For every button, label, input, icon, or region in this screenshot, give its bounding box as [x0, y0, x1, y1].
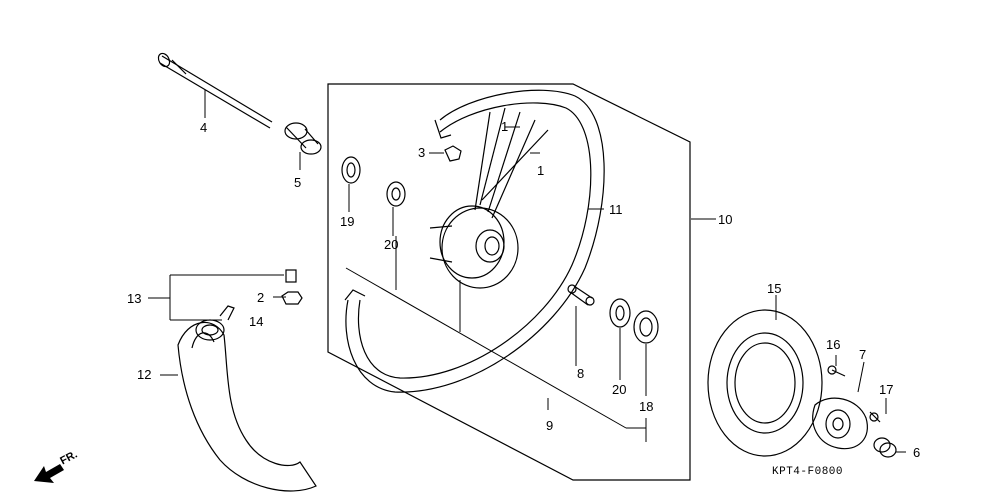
callout-11: 11 [609, 202, 623, 217]
callout-2: 2 [257, 290, 265, 305]
callout-20a: 20 [384, 237, 399, 252]
callout-3: 3 [418, 145, 426, 160]
diagram-code: KPT4-F0800 [772, 466, 844, 478]
brake-disc-shape [707, 309, 823, 457]
wheel-assembly-outline [327, 83, 691, 481]
callout-6: 6 [913, 445, 921, 460]
callout-15: 15 [767, 281, 782, 296]
callout-18: 18 [639, 399, 654, 414]
callout-9: 9 [546, 418, 554, 433]
bearing-right-shape [609, 298, 631, 328]
callout-20b: 20 [612, 382, 627, 397]
callout-8: 8 [577, 366, 585, 381]
callout-7: 7 [859, 347, 867, 362]
callout-12: 12 [137, 367, 152, 382]
screw-shape [869, 411, 881, 423]
leader-lines [148, 90, 906, 453]
collar-shape [284, 122, 322, 155]
dust-seal-shape [341, 156, 361, 184]
spokes-shape [474, 107, 549, 219]
callout-10: 10 [718, 212, 733, 227]
right-dust-seal-shape [633, 310, 659, 344]
rim-shape [344, 89, 605, 393]
tire-shape [177, 321, 317, 492]
valve-cap-shape [281, 269, 303, 305]
hub-shape [429, 205, 519, 289]
callout-17: 17 [879, 382, 894, 397]
callout-1a: 1 [501, 119, 509, 134]
callout-19: 19 [340, 214, 355, 229]
disc-bolt-shape [827, 365, 846, 377]
gear-box-shape [812, 397, 868, 450]
callout-13: 13 [127, 291, 142, 306]
front-direction-arrow [34, 464, 64, 483]
distance-collar-shape [567, 284, 595, 306]
callout-4: 4 [200, 120, 208, 135]
spoke-nipple-shape [444, 145, 462, 162]
callout-16: 16 [826, 337, 841, 352]
axle-shape [157, 52, 273, 129]
callout-5: 5 [294, 175, 302, 190]
side-collar-shape [873, 437, 897, 458]
callout-1b: 1 [537, 163, 545, 178]
tube-shape [195, 305, 235, 341]
callout-14: 14 [249, 314, 264, 329]
bearing-left-shape [386, 181, 406, 207]
